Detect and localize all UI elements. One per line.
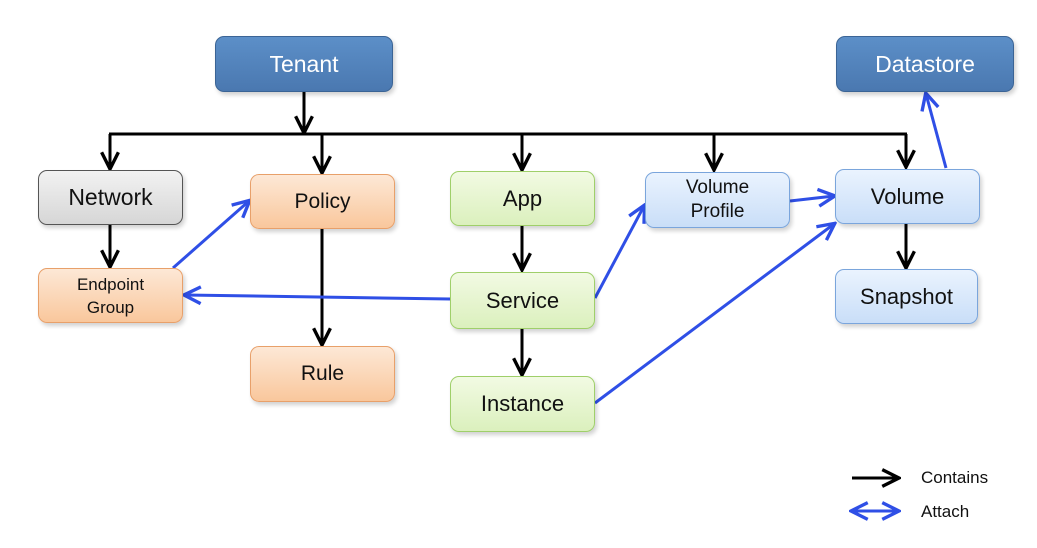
edge-service-endpoint-group	[185, 295, 451, 299]
attach-edges	[172, 94, 948, 405]
node-instance[interactable]: Instance	[450, 376, 595, 432]
node-rule[interactable]: Rule	[250, 346, 395, 402]
node-policy-label: Policy	[294, 189, 351, 213]
legend-attach-label: Attach	[921, 502, 970, 521]
node-service[interactable]: Service	[450, 272, 595, 329]
node-instance-label: Instance	[480, 391, 565, 416]
legend-contains-label: Contains	[921, 468, 989, 487]
node-tenant-label: Tenant	[269, 50, 339, 77]
node-volume-profile[interactable]: Volume Profile	[645, 172, 790, 228]
legend-arrows	[852, 478, 898, 511]
node-rule-label: Rule	[300, 362, 345, 385]
node-snapshot[interactable]: Snapshot	[835, 269, 978, 324]
contains-edges	[109, 92, 907, 374]
node-tenant[interactable]: Tenant	[215, 36, 393, 92]
node-volume-profile-label: Volume Profile	[685, 177, 750, 222]
node-volume[interactable]: Volume	[835, 169, 980, 224]
edge-volume-datastore	[926, 94, 948, 169]
node-endpoint-group[interactable]: Endpoint Group	[38, 268, 183, 323]
node-datastore-label: Datastore	[875, 50, 975, 77]
node-app-label: App	[502, 185, 543, 211]
edge-service-volume-profile	[593, 206, 644, 299]
node-volume-label: Volume	[870, 183, 945, 209]
node-app[interactable]: App	[450, 171, 595, 226]
node-network-label: Network	[68, 184, 153, 210]
node-endpoint-group-label: Endpoint Group	[76, 274, 145, 317]
node-service-label: Service	[485, 287, 560, 313]
node-snapshot-label: Snapshot	[860, 283, 953, 309]
node-network[interactable]: Network	[38, 170, 183, 225]
edge-volume-profile-volume	[789, 196, 834, 201]
edge-instance-volume	[594, 224, 834, 405]
node-datastore[interactable]: Datastore	[836, 36, 1014, 92]
node-policy[interactable]: Policy	[250, 174, 395, 229]
edge-endpoint-group-policy	[172, 201, 249, 270]
